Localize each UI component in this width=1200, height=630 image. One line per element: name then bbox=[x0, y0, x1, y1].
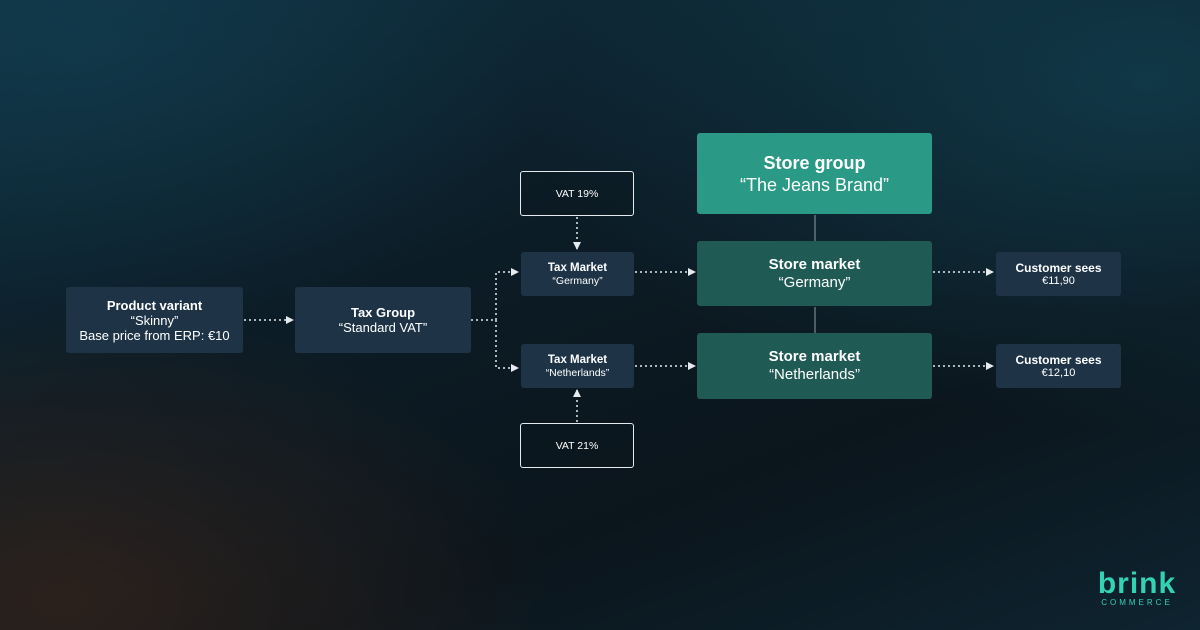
store-group-name: “The Jeans Brand” bbox=[739, 174, 890, 195]
customer-germany-title: Customer sees bbox=[1015, 260, 1102, 275]
edge-taxgroup-to-taxmarket-germany bbox=[495, 268, 519, 320]
customer-germany-price: €11,90 bbox=[1042, 274, 1075, 287]
vat-germany-node: VAT 19% bbox=[520, 171, 634, 216]
store-group-title: Store group bbox=[763, 152, 866, 173]
store-market-germany-name: “Germany” bbox=[778, 273, 851, 291]
tax-group-title: Tax Group bbox=[350, 305, 416, 320]
customer-germany-node: Customer sees €11,90 bbox=[996, 252, 1121, 296]
product-variant-name: “Skinny” bbox=[130, 312, 179, 328]
vat-netherlands-node: VAT 21% bbox=[520, 423, 634, 468]
tax-market-netherlands-node: Tax Market “Netherlands” bbox=[521, 344, 634, 388]
store-group-node: Store group “The Jeans Brand” bbox=[697, 133, 932, 214]
logo-subtitle: COMMERCE bbox=[1101, 598, 1173, 607]
tax-group-node: Tax Group “Standard VAT” bbox=[295, 287, 471, 353]
brink-commerce-logo: brink COMMERCE bbox=[1090, 567, 1184, 608]
tax-group-name: “Standard VAT” bbox=[338, 320, 428, 335]
customer-netherlands-price: €12,10 bbox=[1041, 366, 1076, 379]
customer-netherlands-node: Customer sees €12,10 bbox=[996, 344, 1121, 388]
tax-market-netherlands-title: Tax Market bbox=[547, 353, 608, 366]
tax-market-germany-title: Tax Market bbox=[547, 261, 608, 274]
tax-market-germany-node: Tax Market “Germany” bbox=[521, 252, 634, 296]
tax-market-germany-name: “Germany” bbox=[552, 274, 603, 287]
edge-taxgroup-to-taxmarket-netherlands bbox=[495, 320, 519, 372]
vat-germany-label: VAT 19% bbox=[555, 187, 599, 200]
logo-word: brink bbox=[1097, 567, 1177, 600]
product-variant-title: Product variant bbox=[106, 297, 203, 313]
store-market-germany-title: Store market bbox=[768, 255, 861, 273]
tax-market-netherlands-name: “Netherlands” bbox=[545, 366, 610, 379]
store-market-netherlands-title: Store market bbox=[768, 348, 861, 365]
store-market-netherlands-node: Store market “Netherlands” bbox=[697, 333, 932, 399]
vat-netherlands-label: VAT 21% bbox=[555, 439, 599, 452]
store-market-netherlands-name: “Netherlands” bbox=[769, 366, 860, 383]
product-variant-node: Product variant “Skinny” Base price from… bbox=[66, 287, 243, 353]
customer-netherlands-title: Customer sees bbox=[1015, 352, 1102, 367]
store-market-germany-node: Store market “Germany” bbox=[697, 241, 932, 306]
product-variant-detail: Base price from ERP: €10 bbox=[79, 327, 230, 343]
